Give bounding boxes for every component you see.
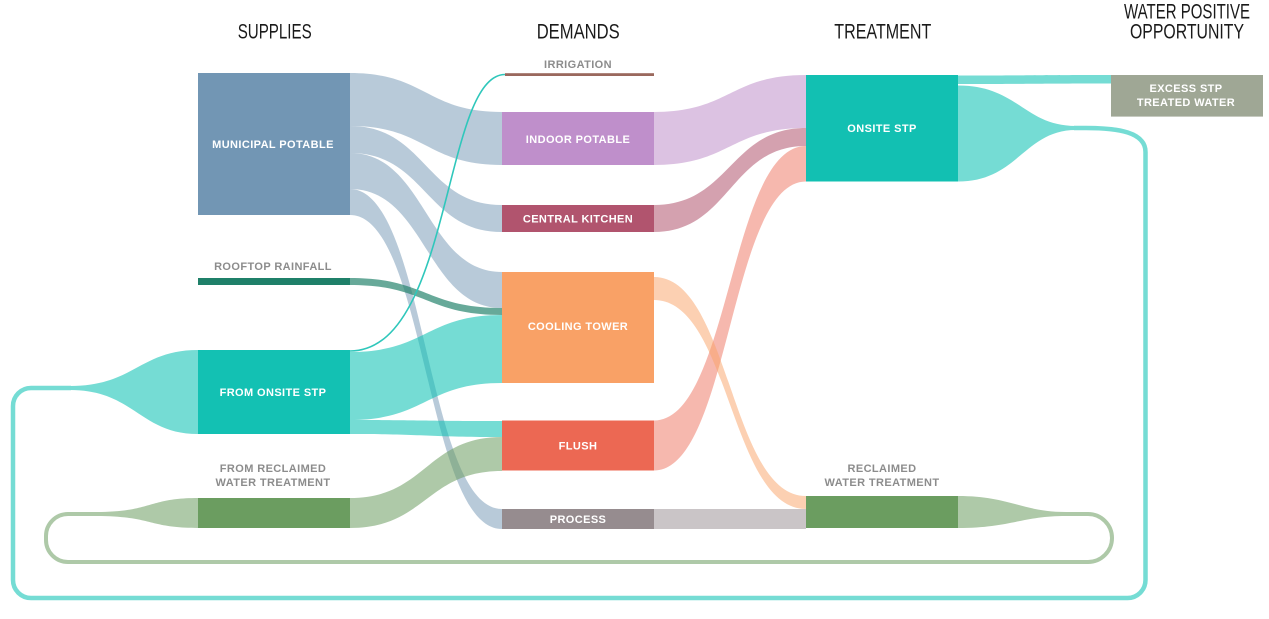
svg-text:MUNICIPAL POTABLE: MUNICIPAL POTABLE [212,139,334,151]
svg-text:ONSITE STP: ONSITE STP [847,123,916,135]
svg-text:INDOOR POTABLE: INDOOR POTABLE [526,134,630,146]
svg-text:PROCESS: PROCESS [550,514,607,526]
svg-text:WATER TREATMENT: WATER TREATMENT [825,477,940,489]
svg-text:FLUSH: FLUSH [559,441,598,453]
svg-text:FROM ONSITE STP: FROM ONSITE STP [220,387,327,399]
svg-text:ROOFTOP RAINFALL: ROOFTOP RAINFALL [214,261,332,273]
svg-text:TREATED WATER: TREATED WATER [1137,97,1235,109]
svg-text:IRRIGATION: IRRIGATION [544,59,612,71]
svg-text:FROM RECLAIMED: FROM RECLAIMED [220,463,326,475]
svg-text:RECLAIMED: RECLAIMED [848,463,917,475]
svg-text:COOLING TOWER: COOLING TOWER [528,321,628,333]
svg-text:CENTRAL KITCHEN: CENTRAL KITCHEN [523,214,633,226]
svg-text:SUPPLIES: SUPPLIES [238,21,312,44]
svg-text:OPPORTUNITY: OPPORTUNITY [1130,21,1244,44]
svg-text:EXCESS STP: EXCESS STP [1149,83,1222,95]
svg-text:WATER POSITIVE: WATER POSITIVE [1124,1,1250,24]
svg-text:DEMANDS: DEMANDS [537,21,620,44]
svg-text:TREATMENT: TREATMENT [834,21,931,44]
svg-text:WATER TREATMENT: WATER TREATMENT [216,477,331,489]
